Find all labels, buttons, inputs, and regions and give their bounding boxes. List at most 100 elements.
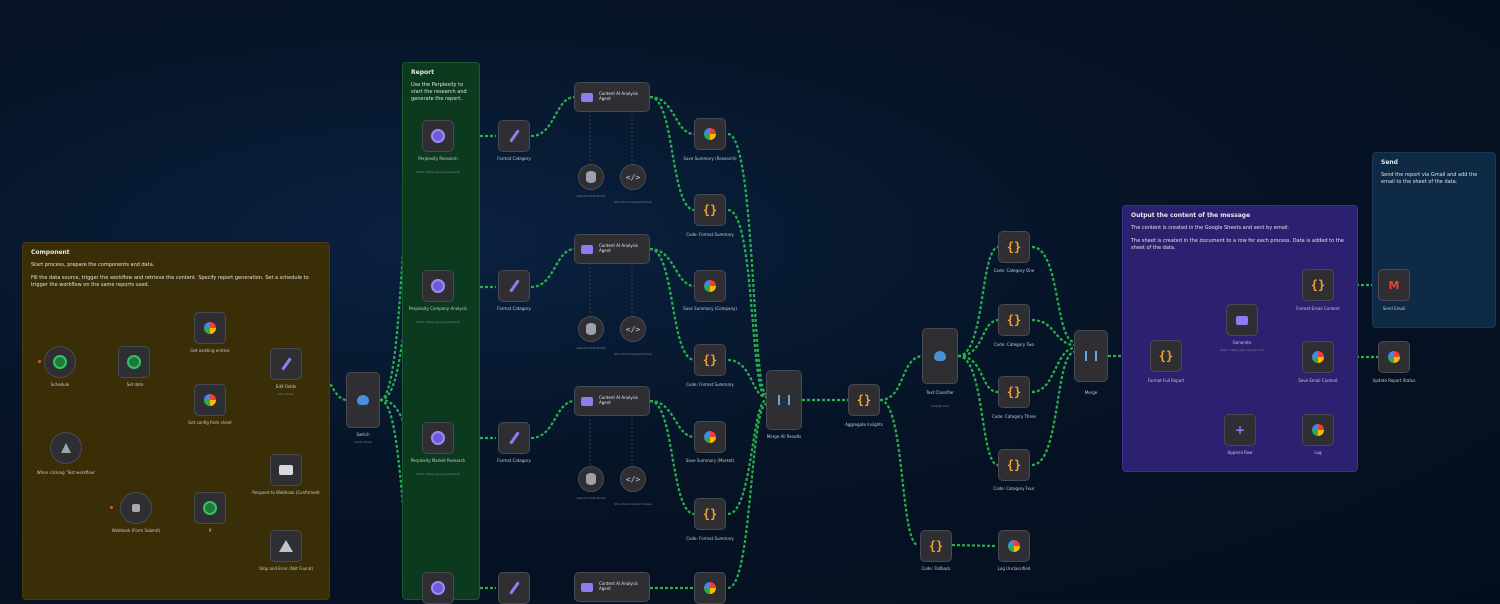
perplexity-node-3[interactable] (422, 422, 454, 454)
connection (649, 95, 695, 136)
set-date-node[interactable] (118, 346, 150, 378)
output-parser-node-1[interactable]: </> (620, 164, 646, 190)
code-braces-icon: {} (702, 203, 718, 217)
stop-error-node[interactable] (270, 530, 302, 562)
google-sheets-icon (704, 280, 716, 292)
format-node-4[interactable] (498, 572, 530, 604)
google-sheets-icon (204, 322, 216, 334)
update-status-node[interactable] (1378, 341, 1410, 373)
format-email-node[interactable]: {} (1302, 269, 1334, 301)
clock-icon (53, 355, 67, 369)
sheet-node-bottom[interactable] (194, 384, 226, 416)
output-parser-node-2[interactable]: </> (620, 316, 646, 342)
log-sheet-node[interactable] (1302, 414, 1334, 446)
connection (530, 95, 575, 138)
code-braces-icon: {} (1006, 240, 1022, 254)
agent-title: Content AI Analysis Agent (599, 91, 638, 101)
output-parser-node-3[interactable]: </> (620, 466, 646, 492)
node-label: Update Report Status (1372, 378, 1416, 383)
save-summary-node-1[interactable] (694, 118, 726, 150)
category-code-node-1[interactable]: {} (998, 231, 1030, 263)
edit-fields-node[interactable] (270, 348, 302, 380)
log-unclassified-node[interactable] (998, 530, 1030, 562)
webhook-node[interactable] (120, 492, 152, 524)
node-label: Send Email (1382, 306, 1406, 311)
save-summary-node-2[interactable] (694, 270, 726, 302)
format-node-2[interactable] (498, 270, 530, 302)
chat-model-node-1[interactable] (578, 164, 604, 190)
connection (1031, 245, 1075, 344)
trigger-port (110, 506, 113, 509)
node-label: Code: Category Four (993, 486, 1035, 491)
ai-agent-node-1[interactable]: Content AI Analysis Agent (574, 82, 650, 112)
code-node-2[interactable]: {} (694, 344, 726, 376)
node-label: Perplexity Company Analysis (409, 306, 467, 311)
save-summary-node-4[interactable] (694, 572, 726, 604)
format-node-1[interactable] (498, 120, 530, 152)
chat-model-node-2[interactable] (578, 316, 604, 342)
connection (649, 399, 695, 516)
connection (1031, 346, 1075, 394)
chat-model-node-3[interactable] (578, 466, 604, 492)
text-classifier-node[interactable] (922, 328, 958, 384)
cursor-icon (61, 443, 71, 453)
node-label: Generate (1232, 340, 1252, 345)
gmail-node[interactable]: M (1378, 269, 1410, 301)
if-node[interactable] (194, 492, 226, 524)
sticky-title: Component (31, 249, 70, 256)
google-sheets-icon (704, 582, 716, 594)
node-label: Format Category (497, 458, 531, 463)
fallback-code-node[interactable]: {} (920, 530, 952, 562)
code-node-1[interactable]: {} (694, 194, 726, 226)
sticky-title: Output the content of the message (1131, 212, 1251, 219)
ai-agent-node-4[interactable]: Content AI Analysis Agent (574, 572, 650, 602)
node-label: Merge (1084, 390, 1098, 395)
plus-icon: + (1234, 423, 1246, 437)
connection (649, 247, 695, 362)
code-node-3[interactable]: {} (694, 498, 726, 530)
code-braces-icon: {} (1006, 313, 1022, 327)
format-report-node[interactable]: {} (1150, 340, 1182, 372)
save-email-node[interactable] (1302, 341, 1334, 373)
code-icon: </> (625, 474, 641, 484)
node-label: Switch (356, 432, 370, 437)
format-node-3[interactable] (498, 422, 530, 454)
merge-node[interactable] (1074, 330, 1108, 382)
ai-agent-node-3[interactable]: Content AI Analysis Agent (574, 386, 650, 416)
perplexity-node-1[interactable] (422, 120, 454, 152)
tool-label: OpenAI Chat Model (576, 496, 606, 500)
sheet-node-top[interactable] (194, 312, 226, 344)
ai-agent-node-2[interactable]: Content AI Analysis Agent (574, 234, 650, 264)
node-label: Set date (126, 382, 144, 387)
category-code-node-2[interactable]: {} (998, 304, 1030, 336)
switch-node[interactable] (346, 372, 380, 428)
perplexity-node-2[interactable] (422, 270, 454, 302)
schedule-trigger-node[interactable] (44, 346, 76, 378)
sticky-note-right[interactable]: Send Send the report via Gmail and add t… (1372, 152, 1496, 328)
node-label: Format Category (497, 156, 531, 161)
connection (727, 132, 767, 396)
category-code-node-3[interactable]: {} (998, 376, 1030, 408)
respond-webhook-node[interactable] (270, 454, 302, 486)
globe-icon (431, 279, 445, 293)
aggregate-node[interactable]: {} (848, 384, 880, 416)
code-braces-icon: {} (702, 507, 718, 521)
connection (649, 95, 695, 212)
merge-all-node[interactable] (766, 370, 802, 430)
generate-node[interactable] (1226, 304, 1258, 336)
node-label: Schedule (50, 382, 70, 387)
category-code-node-4[interactable]: {} (998, 449, 1030, 481)
google-sheets-icon (1312, 351, 1324, 363)
connection (727, 208, 767, 399)
node-label: Perplexity Research (418, 156, 458, 161)
connection (1031, 350, 1075, 467)
sticky-text: The content is created in the Google She… (1131, 225, 1290, 231)
perplexity-node-4[interactable] (422, 572, 454, 604)
connection (879, 354, 923, 402)
google-sheets-icon (1008, 540, 1020, 552)
save-summary-node-3[interactable] (694, 421, 726, 453)
node-label: Save Email Content (1298, 378, 1338, 383)
manual-trigger-node[interactable] (50, 432, 82, 464)
reply-icon (279, 465, 293, 475)
append-row-node[interactable]: + (1224, 414, 1256, 446)
